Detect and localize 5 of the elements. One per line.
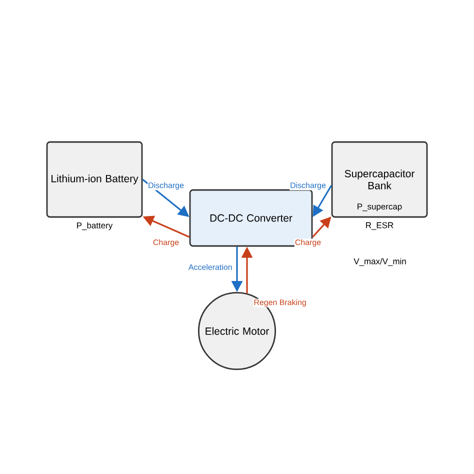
note: V_max/V_min <box>354 258 406 266</box>
node-text: P_supercap <box>358 204 402 212</box>
battery-box: Lithium-ion Battery <box>46 141 143 218</box>
node-caption: P_battery <box>77 222 113 230</box>
node-caption: R_ESR <box>366 222 394 230</box>
